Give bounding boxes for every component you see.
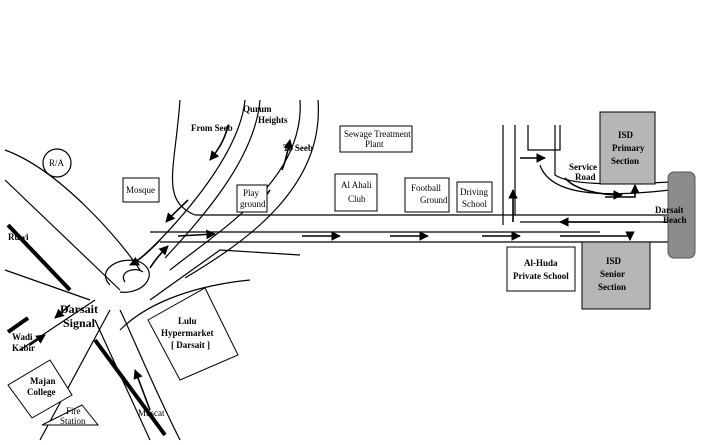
lulu-label-1: Lulu — [178, 316, 197, 326]
ra-approach — [4, 149, 141, 271]
isd-primary-label-1: ISD — [618, 130, 634, 140]
arrow-to-isd-primary — [605, 184, 640, 198]
darsait-signal-label-2: Signal — [63, 316, 96, 330]
arrow-muscat — [133, 369, 151, 411]
isd-primary-label-3: Section — [611, 156, 639, 166]
qurum-label-2: Heights — [258, 115, 288, 125]
isd-primary-box — [599, 111, 656, 185]
lulu-road — [149, 249, 301, 301]
playground-label-1: Play — [243, 188, 260, 198]
arrow-wadi — [29, 334, 46, 346]
al-huda-label-1: Al-Huda — [524, 258, 558, 268]
mosque-label: Mosque — [126, 185, 155, 195]
seeb-road-east — [184, 99, 319, 279]
service-road-curve — [539, 164, 671, 195]
fire-station-label-1: Fire — [66, 406, 81, 416]
arrow-flyover-1 — [165, 199, 189, 223]
interchange-loop-inner — [122, 269, 144, 283]
sw-road-4 — [39, 309, 111, 441]
mosque-box — [122, 177, 160, 203]
ruwi-road — [6, 223, 72, 292]
sewage-label-1: Sewage Treatment — [344, 129, 411, 139]
isd-senior-box — [581, 241, 651, 310]
sw-road-2 — [4, 269, 91, 301]
al-huda-label-2: Private School — [513, 271, 569, 281]
arrow-service-road — [564, 177, 623, 200]
majan-label-2: College — [27, 387, 56, 397]
sewage-label-2: Plant — [365, 139, 384, 149]
arrow-main-1 — [177, 229, 216, 240]
al-huda-box — [506, 246, 576, 292]
ra-label: R/A — [49, 158, 65, 168]
ruwi-label: Ruwi — [8, 232, 29, 242]
arrow-main-5 — [560, 231, 635, 241]
football-label-1: Football — [411, 183, 442, 193]
majan-label-1: Majan — [30, 376, 56, 386]
from-seeb-label: From Seeb — [191, 123, 233, 133]
qurum-road-east — [164, 99, 261, 259]
majan-box — [7, 359, 73, 419]
service-road-label-2: Road — [575, 172, 596, 182]
driving-label-1: Driving — [460, 187, 488, 197]
qurum-label-1: Qurum — [243, 104, 272, 114]
football-ground-box — [404, 177, 450, 213]
darsait-beach-shape — [667, 171, 696, 259]
isd-senior-label-3: Section — [598, 282, 626, 292]
sw-road-1 — [4, 179, 121, 291]
darsait-beach-label-1: Darsait — [655, 205, 684, 215]
al-ahali-label-2: Club — [348, 194, 366, 204]
fire-station-box — [41, 404, 100, 426]
isd-senior-label-2: Senior — [600, 269, 625, 279]
playground-box — [236, 184, 268, 213]
al-ahali-box — [334, 173, 378, 212]
service-road-label-1: Service — [569, 162, 597, 172]
isd-senior-label-1: ISD — [606, 256, 622, 266]
interchange-loop — [104, 259, 150, 293]
wadi-kabir-label-2: Kabir — [12, 343, 35, 353]
north-curve-left — [171, 99, 196, 216]
fire-station-label-2: Station — [60, 416, 86, 426]
driving-label-2: School — [462, 199, 488, 209]
arrow-loop-2 — [149, 245, 169, 269]
lulu-label-3: [ Darsait ] — [171, 340, 210, 350]
wadi-kabir-road — [6, 316, 30, 334]
sewage-plant-box — [339, 125, 413, 153]
wadi-kabir-label-1: Wadi — [12, 332, 33, 342]
arrow-sw — [54, 304, 71, 319]
arrow-loop-1 — [129, 239, 161, 266]
arrow-from-seeb — [209, 124, 229, 161]
football-label-2: Ground — [420, 195, 448, 205]
to-seeb-label: To Seeb — [283, 143, 313, 153]
arrow-to-seeb — [281, 139, 294, 171]
lulu-box — [147, 287, 239, 381]
muscat-road — [93, 338, 167, 437]
playground-label-2: ground — [240, 199, 266, 209]
al-ahali-label-1: Al Ahali — [341, 180, 372, 190]
south-road-east — [119, 309, 181, 441]
isd-primary-label-2: Primary — [612, 143, 645, 153]
roundabout — [42, 148, 72, 178]
muscat-label: Muscat — [138, 408, 165, 418]
qurum-road-west — [149, 99, 246, 251]
south-loop — [119, 279, 251, 331]
darsait-signal-label-1: Darsait — [60, 302, 98, 316]
lulu-label-2: Hypermarket — [161, 328, 213, 338]
east-inner-block — [527, 125, 561, 151]
sw-road-3 — [19, 299, 96, 351]
darsait-beach-label-2: Beach — [663, 215, 687, 225]
driving-school-box — [456, 181, 493, 213]
